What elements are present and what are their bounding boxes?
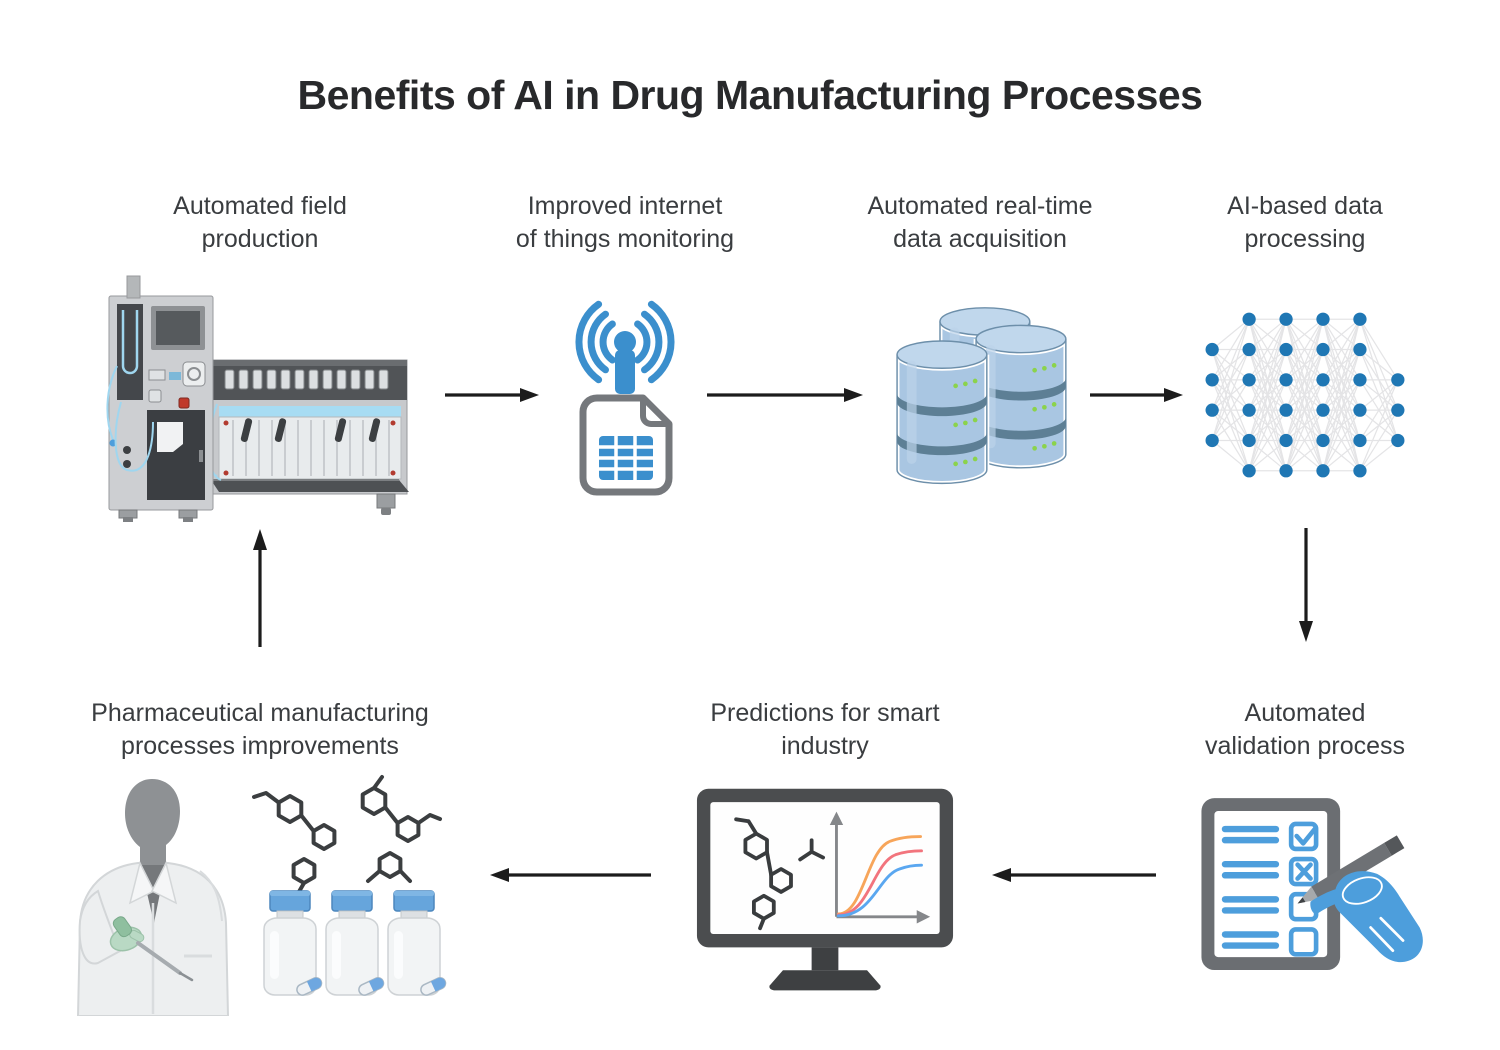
arrow-iot-to-data bbox=[707, 388, 863, 402]
node-data-acquisition: Automated real-time data acquisition bbox=[820, 190, 1140, 500]
arrow-data-to-ai bbox=[1090, 388, 1183, 402]
monitor-sigmoid-chart-icon bbox=[696, 788, 954, 991]
node-label: Predictions for smart industry bbox=[710, 699, 940, 760]
checklist-hand-pencil-icon bbox=[1201, 798, 1423, 971]
page-title: Benefits of AI in Drug Manufacturing Pro… bbox=[297, 72, 1203, 118]
arrow-improvements-to-field bbox=[253, 529, 267, 647]
neural-network-icon bbox=[1205, 312, 1405, 478]
arrow-predictions-to-improvements bbox=[490, 868, 651, 882]
bioreactor-machine-icon bbox=[105, 275, 409, 522]
node-label: Improved internet of things monitoring bbox=[515, 192, 735, 253]
node-iot-monitoring: Improved internet of things monitoring bbox=[480, 190, 770, 501]
node-label: Automated real-time data acquisition bbox=[867, 192, 1093, 253]
node-field-production: Automated field production bbox=[85, 190, 435, 522]
node-validation: Automated validation process bbox=[1140, 697, 1470, 983]
pill-bottles bbox=[262, 890, 446, 996]
node-ai-processing: AI-based data processing bbox=[1140, 190, 1470, 490]
wifi-antenna-document-icon bbox=[575, 300, 675, 496]
node-label: Automated field production bbox=[173, 192, 347, 253]
arrow-field-to-iot bbox=[445, 388, 539, 402]
database-stack-icon bbox=[894, 307, 1069, 486]
node-label: Automated validation process bbox=[1204, 699, 1406, 760]
scientist-pill-bottles-icon bbox=[76, 775, 446, 1016]
node-predictions: Predictions for smart industry bbox=[665, 697, 985, 998]
node-label: Pharmaceutical manufacturing processes i… bbox=[91, 699, 429, 760]
arrow-validation-to-predictions bbox=[992, 868, 1156, 882]
node-improvements: Pharmaceutical manufacturing processes i… bbox=[65, 697, 455, 1016]
arrow-ai-to-validation bbox=[1299, 528, 1313, 642]
node-label: AI-based data processing bbox=[1227, 192, 1383, 253]
